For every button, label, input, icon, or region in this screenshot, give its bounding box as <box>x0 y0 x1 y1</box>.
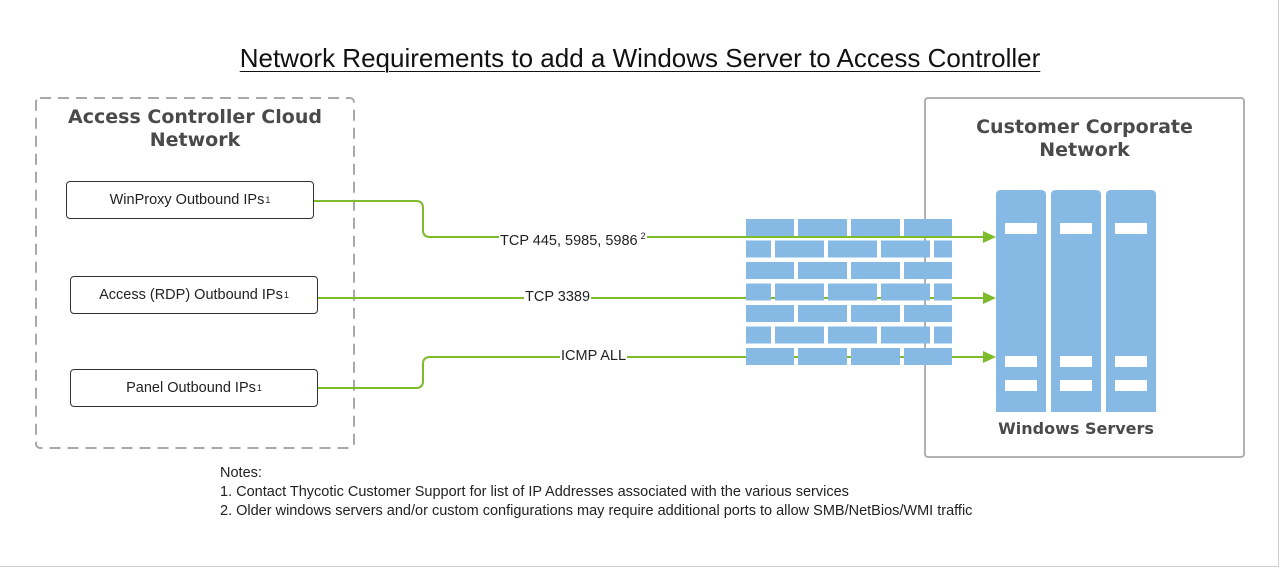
note-item: 2. Older windows servers and/or custom c… <box>220 503 973 519</box>
firewall-brick <box>828 240 877 258</box>
firewall-brick <box>746 219 794 236</box>
firewall-brick <box>746 262 794 279</box>
firewall-brick <box>904 219 952 236</box>
firewall-brick <box>798 219 847 236</box>
firewall-brick <box>904 305 952 322</box>
arrowhead-icon <box>983 231 996 243</box>
firewall-brick <box>904 348 952 365</box>
firewall-brick <box>828 326 877 344</box>
firewall-brick <box>798 348 847 365</box>
firewall-brick <box>934 283 952 301</box>
firewall-brick <box>851 348 900 365</box>
firewall-brick <box>746 305 794 322</box>
firewall-icon <box>746 219 952 365</box>
port-label-rdp: TCP 3389 <box>524 289 592 306</box>
firewall-brick <box>851 219 900 236</box>
windows-servers-label: Windows Servers <box>998 419 1154 438</box>
firewall-brick <box>851 262 900 279</box>
firewall-brick <box>828 283 877 301</box>
note-item: 1. Contact Thycotic Customer Support for… <box>220 484 849 500</box>
panel-label: Panel Outbound IPs <box>126 380 256 396</box>
port-label-icmp: ICMP ALL <box>560 348 628 365</box>
firewall-brick <box>775 240 824 258</box>
cloud-zone-title: Access Controller Cloud Network <box>68 106 322 151</box>
firewall-brick <box>746 326 771 344</box>
firewall-brick <box>881 283 930 301</box>
firewall-brick <box>851 305 900 322</box>
note-ref: 1 <box>265 195 271 205</box>
note-ref: 2 <box>640 231 646 241</box>
arrowhead-icon <box>983 292 996 304</box>
firewall-brick <box>881 240 930 258</box>
cloud-network-zone <box>35 97 355 449</box>
connector-panel <box>318 356 985 389</box>
firewall-brick <box>775 283 824 301</box>
firewall-brick <box>746 240 771 258</box>
firewall-brick <box>934 240 952 258</box>
notes: Notes: 1. Contact Thycotic Customer Supp… <box>220 464 972 521</box>
note-ref: 1 <box>283 290 289 300</box>
arrowhead-icon <box>983 351 996 363</box>
firewall-brick <box>934 326 952 344</box>
firewall-brick <box>798 262 847 279</box>
rdp-label: Access (RDP) Outbound IPs <box>99 287 283 303</box>
firewall-brick <box>746 348 794 365</box>
firewall-brick <box>775 326 824 344</box>
customer-zone-title: Customer Corporate Network <box>976 116 1193 161</box>
firewall-brick <box>798 305 847 322</box>
connector-winproxy <box>314 200 985 238</box>
page-title: Network Requirements to add a Windows Se… <box>239 43 1041 73</box>
firewall-brick <box>746 283 771 301</box>
windows-servers-icon <box>996 190 1156 412</box>
arrowheads <box>983 231 996 363</box>
note-ref: 1 <box>256 383 262 393</box>
notes-heading: Notes: <box>220 465 262 481</box>
firewall-brick <box>881 326 930 344</box>
firewall-brick <box>904 262 952 279</box>
winproxy-label: WinProxy Outbound IPs <box>109 192 265 208</box>
